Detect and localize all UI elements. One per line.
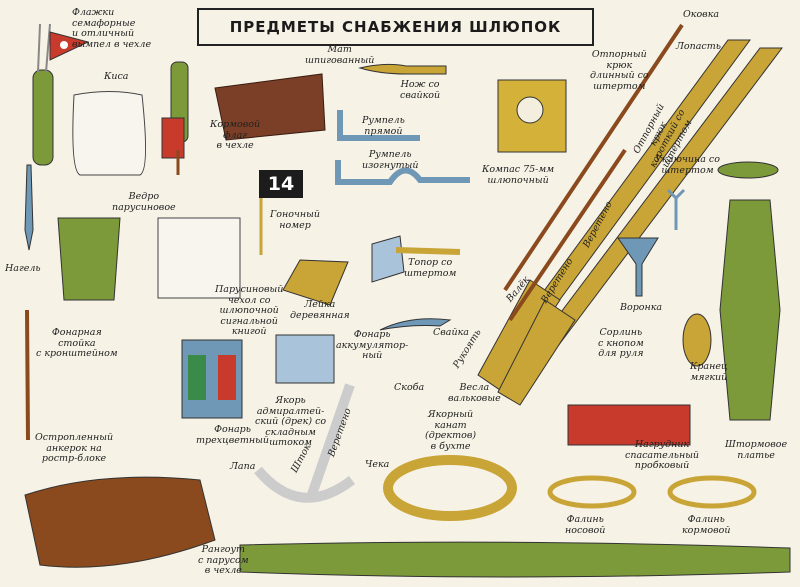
label-bucket: Ведро парусиновое <box>112 191 176 213</box>
label-lapa: Лапа <box>230 461 256 472</box>
label-kakat: Якорный канат (дректов) в бухте <box>425 409 477 452</box>
oars-illustration <box>477 39 784 406</box>
label-cheka: Чека <box>365 459 390 470</box>
label-anchor: Якорь адмиралтей- ский (дрек) со складны… <box>255 395 327 448</box>
long-hook-illustration <box>503 23 684 292</box>
label-skoba: Скоба <box>394 382 425 393</box>
label-lanyard: Сорлинь с кнопом для руля <box>598 327 644 359</box>
axe-illustration <box>371 235 461 283</box>
label-tiller-straight: Румпель прямой <box>362 115 405 137</box>
semaphore-flags-illustration <box>32 23 90 166</box>
keg-illustration <box>24 476 216 568</box>
label-fender: Кранец мягкий <box>690 361 728 383</box>
tiller-straight-illustration <box>337 110 420 141</box>
label-rangout: Рангоут с парусом в чехле <box>198 544 249 576</box>
poster-title: ПРЕДМЕТЫ СНАБЖЕНИЯ ШЛЮПОК <box>197 8 594 46</box>
label-okovka: Оковка <box>683 9 720 20</box>
label-mat: Мат шпигованный <box>305 44 375 66</box>
life-belt-illustration <box>567 404 691 446</box>
label-tiller-curved: Румпель изогнутый <box>362 149 419 171</box>
label-compass: Компас 75-мм шлюпочный <box>482 164 555 186</box>
compass-illustration <box>497 79 567 153</box>
sail-cover-illustration <box>239 541 791 578</box>
storm-suit-illustration <box>717 161 781 421</box>
label-keg: Остропленный анкерок на ростр-блоке <box>35 432 114 464</box>
fender-illustration <box>682 313 712 367</box>
label-oars: Весла вальковые <box>448 382 501 404</box>
label-scoop: Лейка деревянная <box>290 299 350 321</box>
label-stern-flag: Кормовой флаг в чехле <box>210 119 261 151</box>
label-rowlock: Уключина со штертом <box>655 154 720 176</box>
bucket-illustration <box>57 217 121 301</box>
rope-coil-illustration <box>383 455 517 521</box>
label-long-hook: Отпорный крюк длинный со штертом <box>590 49 649 92</box>
label-lamp-post: Фонарная стойка с кронштейном <box>36 327 118 359</box>
label-knife: Нож со свайкой <box>400 79 441 101</box>
anchor-illustration <box>254 383 356 503</box>
pin-illustration <box>24 164 34 251</box>
stern-flag-illustration <box>161 61 189 175</box>
label-funnel: Воронка <box>620 302 663 313</box>
label-pin: Нагель <box>5 263 41 274</box>
label-gonochny: Гоночный номер <box>270 209 321 231</box>
label-tricolor-lamp: Фонарь трехцветный <box>196 424 269 446</box>
tiller-curved-illustration <box>335 160 470 185</box>
label-flags: Флажки семафорные и отличный вымпел в че… <box>72 7 152 50</box>
racing-number: 14 <box>259 170 303 198</box>
funnel-illustration <box>617 237 659 297</box>
tricolor-lamp-illustration <box>181 339 243 419</box>
label-marlinspike: Свайка <box>433 327 469 338</box>
marlinspike-illustration <box>379 318 452 331</box>
label-painter-stern: Фалинь кормовой <box>682 514 731 536</box>
cover-illustration <box>157 217 241 299</box>
lamp-post-illustration <box>25 309 30 441</box>
label-bib: Нагрудник спасательный пробковый <box>625 439 700 471</box>
painter-stern-illustration <box>667 475 757 509</box>
painter-bow-illustration <box>547 475 637 509</box>
mat-illustration <box>214 73 326 141</box>
label-storm-suit: Штормовое платье <box>725 439 788 461</box>
battery-lamp-illustration <box>275 334 335 384</box>
rowlock-illustration <box>666 188 686 230</box>
label-axe: Топор со штертом <box>404 257 457 279</box>
short-hook-illustration <box>508 148 627 322</box>
kisa-illustration <box>72 91 147 176</box>
knife-illustration <box>358 63 447 75</box>
label-painter-bow: Фалинь носовой <box>565 514 606 536</box>
label-lamp: Фонарь аккумулятор- ный <box>336 329 409 361</box>
label-lopast: Лопасть <box>676 41 721 52</box>
scoop-illustration <box>282 259 349 306</box>
label-kisa: Киса <box>104 71 129 82</box>
label-cover: Парусиновый чехол со шлюпочной сигнально… <box>215 284 284 337</box>
